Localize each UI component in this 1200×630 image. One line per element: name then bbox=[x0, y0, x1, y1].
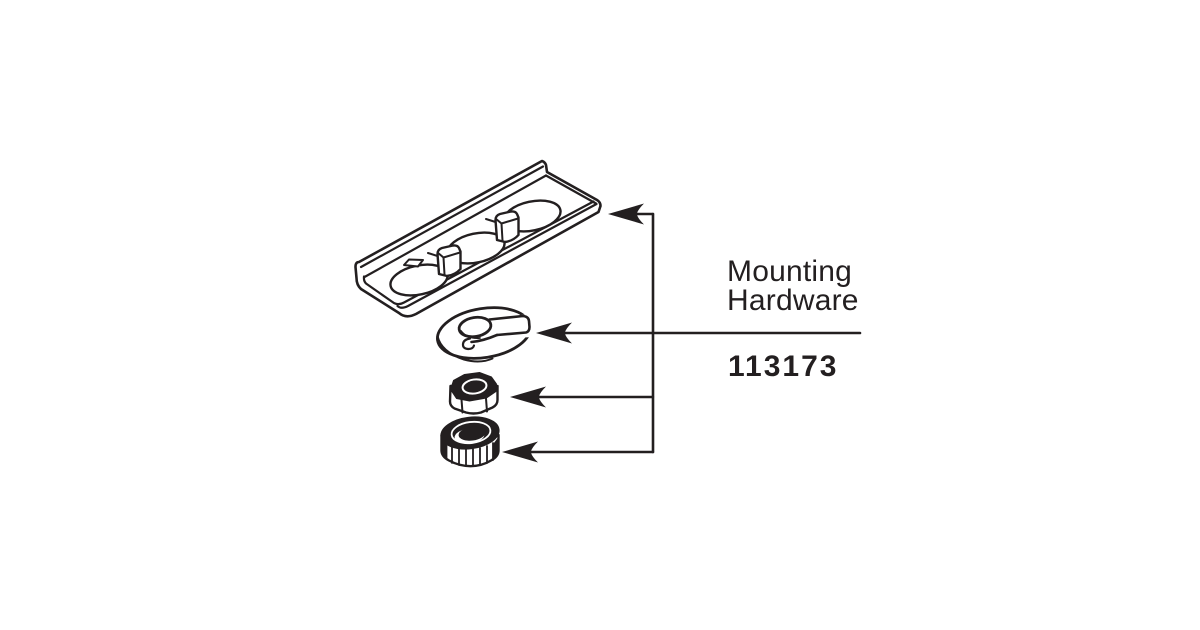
mounting-bracket-drawing bbox=[354, 159, 602, 318]
part-label-line1: Mounting bbox=[727, 255, 853, 288]
part-label: Mounting Hardware bbox=[727, 255, 859, 317]
knurled-nut-drawing bbox=[440, 416, 500, 468]
leader-lines bbox=[502, 203, 862, 463]
part-label-line2: Hardware bbox=[727, 284, 859, 317]
part-number: 113173 bbox=[728, 350, 839, 383]
hex-nut-drawing bbox=[448, 372, 499, 415]
bracket-hole-lip bbox=[403, 258, 424, 268]
retainer-clip-drawing bbox=[436, 306, 534, 363]
